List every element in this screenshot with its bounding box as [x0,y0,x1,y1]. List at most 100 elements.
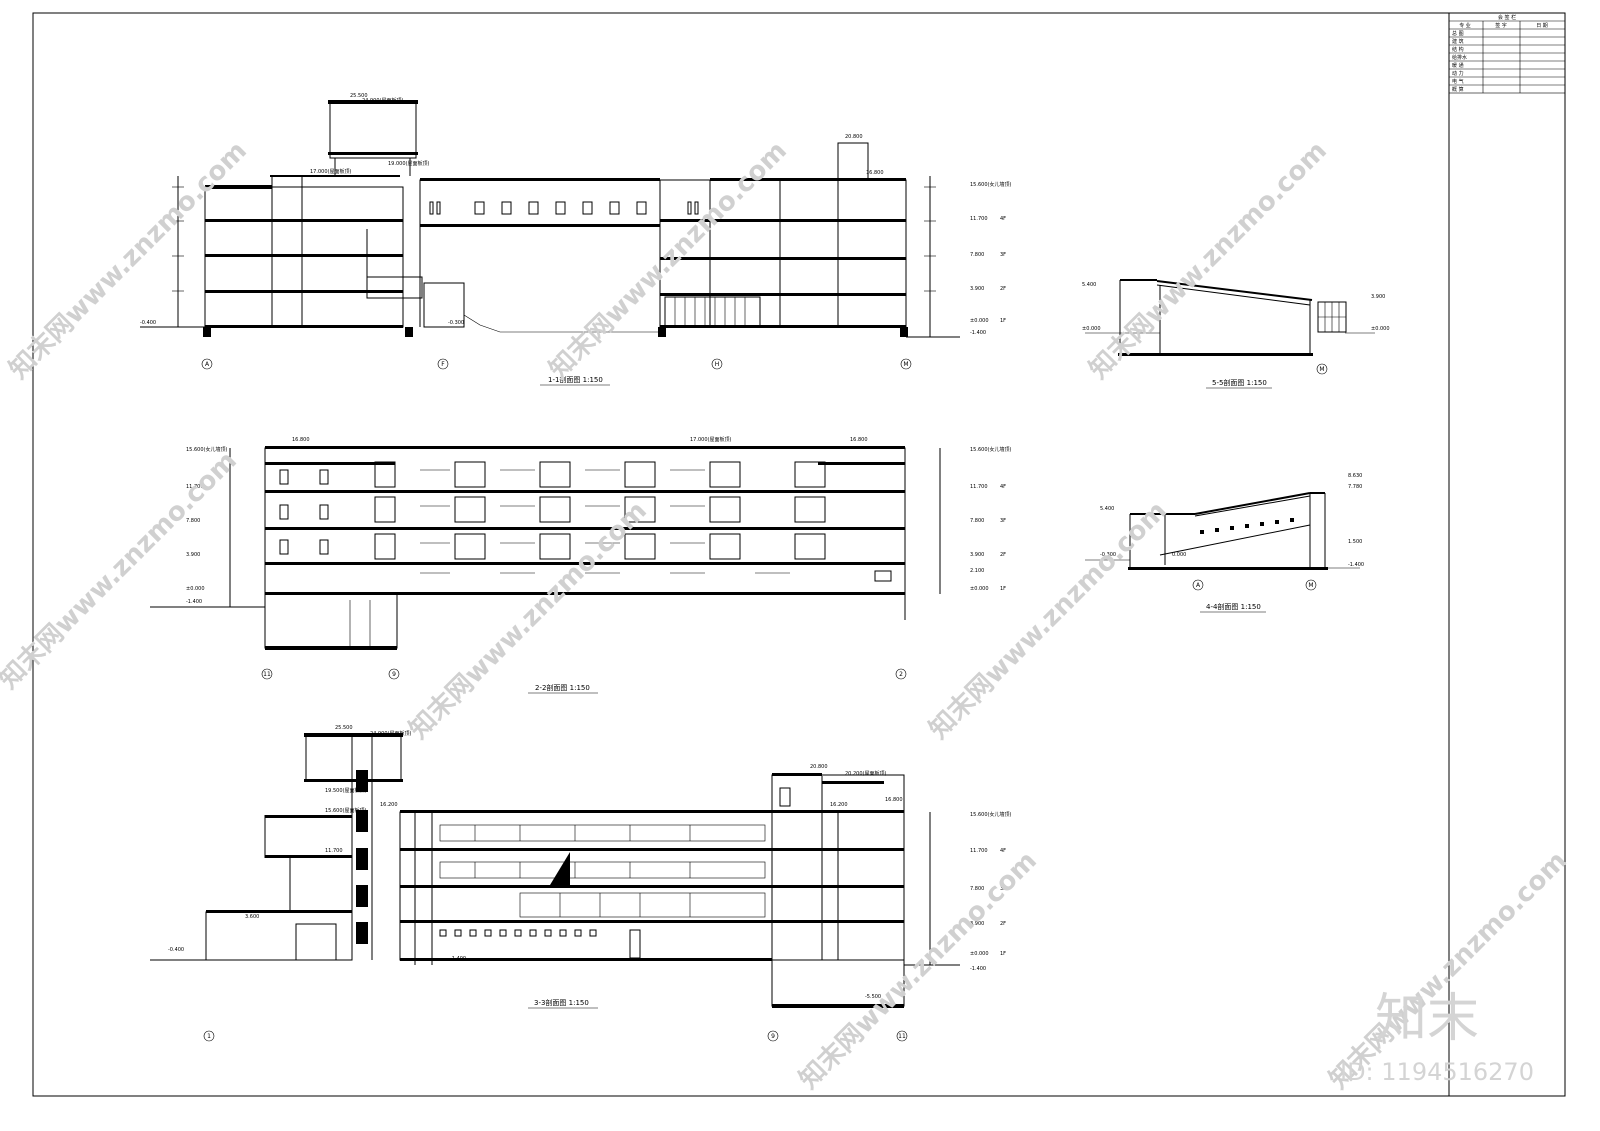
level-label: 7.800 [970,252,984,258]
level-label: ±0.000 [1082,326,1101,332]
title-block: 会 签 栏 专 业 签 字 日 期 总 图 建 筑 结 构 给排水 暖 通 动 … [1448,12,1566,94]
grid-axis-markers: 11 9 2 [261,668,907,680]
floor-label: 4F [1000,848,1006,854]
spot-level: 25.500 [335,725,353,731]
level-label: 2.100 [970,568,984,574]
floor-label: 1F [1000,586,1006,592]
title-block-row: 电 气 [1452,78,1464,85]
title-block-row: 概 算 [1452,86,1464,93]
floor-label: 1F [1000,318,1006,324]
section-caption: 2-2剖面图 1:150 [535,683,590,692]
level-label: 0.000 [1172,552,1186,558]
axis-label: A [205,361,210,368]
level-label: 1.500 [1348,539,1362,545]
level-label: 3.900 [970,286,984,292]
watermark-site: 知末网www.znzmo.com [794,846,1043,1095]
level-label: -1.400 [186,599,202,605]
title-block-row: 结 构 [1452,46,1464,53]
level-label: 7.800 [970,518,984,524]
level-label: ±0.000 [186,586,205,592]
watermark-site: 知末网www.znzmo.com [924,496,1173,745]
axis-label: F [441,361,445,368]
title-block-col: 日 期 [1536,23,1548,29]
axis-label: 1 [207,1033,211,1040]
axis-label: 9 [392,671,396,678]
floor-label: 4F [1000,484,1006,490]
level-label: 11.700 [970,848,988,854]
level-label: -1.400 [1348,562,1364,568]
level-label: 11.700 [970,484,988,490]
spot-level: 16.800 [850,437,868,443]
axis-label: 11 [263,671,271,678]
spot-level: 20.200(屋面板顶) [845,770,886,777]
spot-level: 16.200 [830,802,848,808]
level-label: 15.600(女儿墙顶) [970,446,1011,453]
spot-level: 17.000(屋面板顶) [310,168,351,175]
axis-label: H [715,361,720,368]
spot-level: 20.800 [845,134,863,140]
title-block-row: 暖 通 [1452,62,1464,69]
level-label: 15.600(女儿墙顶) [186,446,227,453]
spot-level: 16.800 [885,797,903,803]
level-label: 7.800 [970,886,984,892]
level-label: 15.600(女儿墙顶) [970,181,1011,188]
title-block-row: 动 力 [1452,70,1464,77]
level-label: 3.900 [970,552,984,558]
floor-label: 4F [1000,216,1006,222]
title-block-row: 总 图 [1452,30,1464,37]
spot-level: 16.200 [380,802,398,808]
title-block-row: 建 筑 [1452,38,1464,45]
axis-label: M [1319,366,1324,373]
section-caption: 1-1剖面图 1:150 [548,375,603,384]
level-label: -0.300 [1100,552,1116,558]
section-3-3: 15.600(女儿墙顶) 11.700 7.800 3.900 ±0.000 -… [150,725,1011,1042]
axis-label: 2 [899,671,903,678]
axis-label: 9 [771,1033,775,1040]
level-label: 7.780 [1348,484,1362,490]
section-4-4: 8.630 7.780 5.400 1.500 -0.300 0.000 -1.… [1085,473,1364,613]
floor-label: 3F [1000,886,1006,892]
level-label: ±0.000 [970,318,989,324]
spot-level: 19.500(屋面板顶) [325,787,366,794]
section-2-2: 15.600(女儿墙顶) 11.700 7.800 3.900 ±0.000 -… [150,436,1011,694]
level-label: -1.400 [970,966,986,972]
floor-label: 2F [1000,286,1006,292]
title-block-header: 会 签 栏 [1498,14,1516,21]
spot-level: -0.300 [448,320,464,326]
watermark-brand: 知末 [1375,989,1479,1049]
section-5-5: 5.400 3.900 ±0.000 ±0.000 M 5-5剖面图 1:150 [1082,279,1390,389]
floor-label: 3F [1000,252,1006,258]
level-label: 11.700 [186,484,204,490]
spot-level: -1.400 [450,956,466,962]
level-label: -1.400 [970,330,986,336]
level-label: 7.800 [186,518,200,524]
spot-level: 16.800 [866,170,884,176]
watermark-site: 知末网www.znzmo.com [1084,136,1333,385]
section-caption: 3-3剖面图 1:150 [534,998,589,1007]
level-label: 3.900 [186,552,200,558]
level-label: ±0.000 [970,951,989,957]
level-label: 5.400 [1082,282,1096,288]
title-block-col: 专 业 [1459,22,1471,29]
spot-level: 15.600(屋面板顶) [325,807,366,814]
spot-level: 16.800 [292,437,310,443]
level-label: 15.600(女儿墙顶) [970,811,1011,818]
spot-level: 24.900(屋面板顶) [362,97,403,104]
axis-label: 11 [898,1033,906,1040]
title-block-row: 给排水 [1452,54,1467,61]
watermark-site: 知末网www.znzmo.com [4,136,253,385]
level-label: 3.900 [970,921,984,927]
axis-label: M [903,361,908,368]
title-block-col: 签 字 [1495,22,1507,29]
spot-level: 17.000(屋面板顶) [690,436,731,443]
grid-axis-markers: A F H M [201,358,912,370]
floor-label: 3F [1000,518,1006,524]
level-label: ±0.000 [1371,326,1390,332]
level-label: 3.900 [1371,294,1385,300]
watermark-site: 知末网www.znzmo.com [0,446,243,695]
floor-label: 2F [1000,552,1006,558]
axis-label: M [1308,582,1313,589]
watermark-site: 知末网www.znzmo.com [404,496,653,745]
spot-level: 11.700 [325,848,343,854]
